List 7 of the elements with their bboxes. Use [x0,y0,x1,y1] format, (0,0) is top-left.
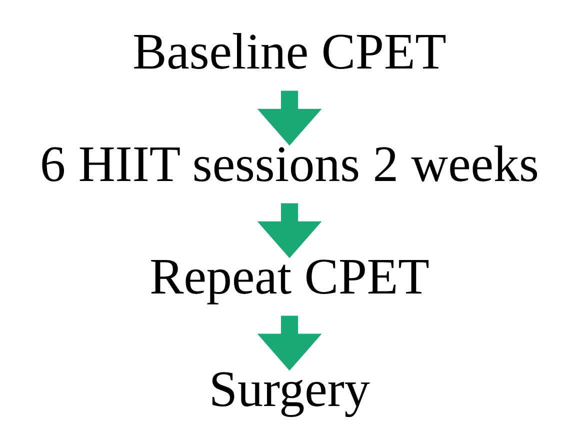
node-text: Repeat CPET [150,248,430,306]
node-text: 6 HIIT sessions 2 weeks [40,136,539,193]
node-text: Baseline CPET [132,23,446,80]
arrow [257,202,322,258]
arrow [257,90,322,146]
arrow [257,315,322,370]
node-text: Surgery [209,360,370,418]
